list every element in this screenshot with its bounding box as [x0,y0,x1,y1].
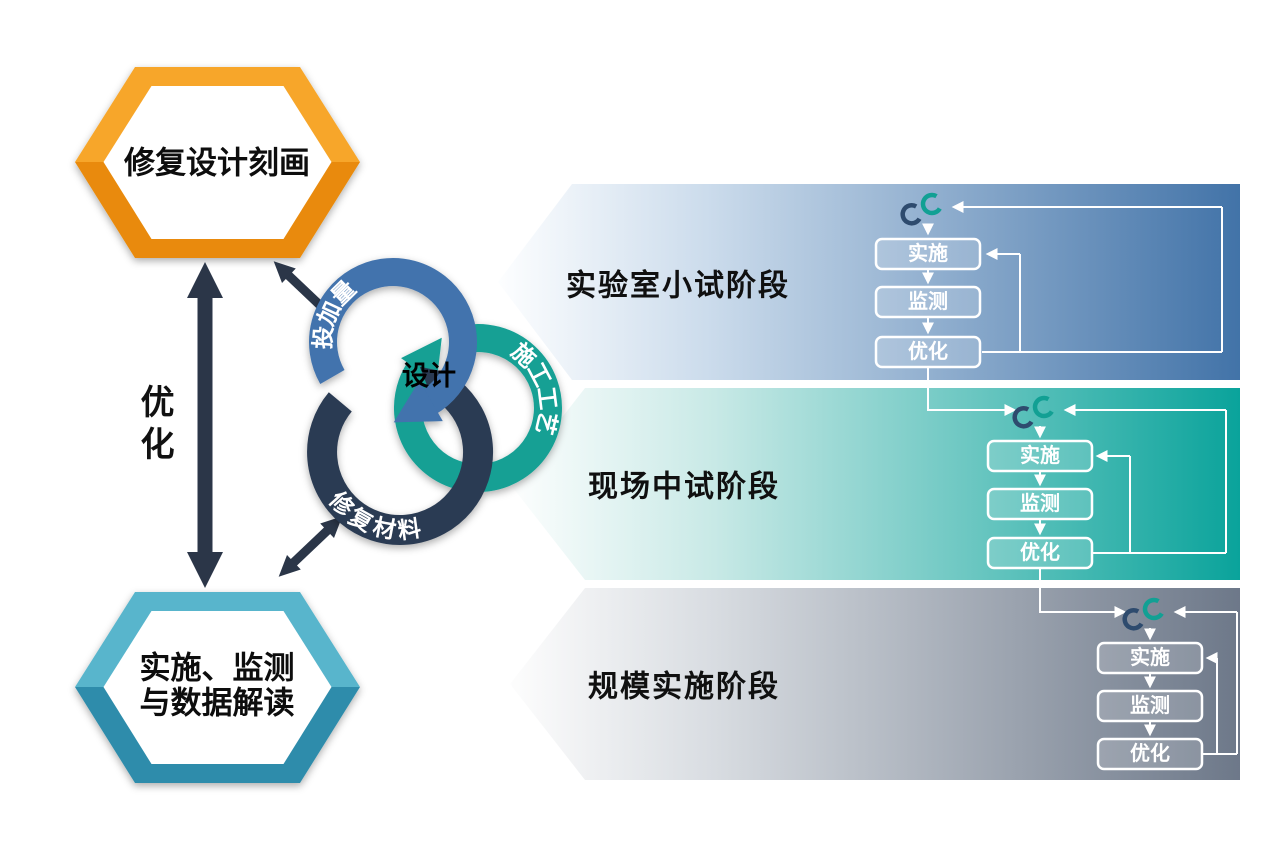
diagonal-double-arrow-bottom [278,516,343,577]
flow-box-label: 实施 [1020,443,1060,467]
flow-box-label: 监测 [908,290,948,313]
stage-connector [927,367,1017,416]
bottom-hexagon-label-line2: 与数据解读 [140,686,295,721]
arrow-head-up [187,262,223,298]
hexagon-inner [103,86,332,239]
stage-band-fullscale [510,588,1240,780]
arrow-head-down [187,552,223,588]
stage-connector [1039,568,1127,618]
ring-label-dosage-text: 投加量 [309,274,360,350]
ring-dosage [309,258,477,423]
stage-bands [498,184,1240,780]
flow-box-label: 监测 [1020,492,1060,515]
optimize-label: 优化 [135,384,173,468]
bottom-hexagon-label-line1: 实施、监测 [140,651,295,686]
stage-label-fullscale: 规模实施阶段 [588,670,780,704]
stage-band-pilot [510,388,1240,580]
optimize-double-arrow [187,262,223,588]
ring-remediation-material [307,366,494,546]
stage-label-lab: 实验室小试阶段 [566,269,790,303]
cycle-center-label: 设计 [402,361,456,391]
flow-box-label: 优化 [1130,741,1170,765]
hexagon-inner [103,611,332,764]
flow-box-label: 实施 [1130,645,1170,669]
flowchart-fullscale: 实施 监测 优化 [1096,600,1238,771]
stage-band-lab [498,184,1240,380]
top-hexagon: 修复设计刻画 [75,67,360,258]
design-cycle [307,258,562,546]
flow-box-label: 实施 [908,241,948,265]
ring-label-dosage: 投加量 [309,274,362,350]
flow-box-label: 监测 [1130,694,1170,717]
bottom-hexagon: 实施、监测 与数据解读 [75,592,360,783]
flowchart-pilot: 实施 监测 优化 [986,398,1227,618]
flowchart-lab: 实施 监测 优化 [874,195,1223,416]
top-hexagon-label: 修复设计刻画 [123,146,310,181]
flow-box-label: 优化 [1020,540,1060,564]
stage-label-pilot: 现场中试阶段 [588,470,780,504]
flow-box-label: 优化 [908,339,948,363]
ring-construction-process [394,324,562,493]
